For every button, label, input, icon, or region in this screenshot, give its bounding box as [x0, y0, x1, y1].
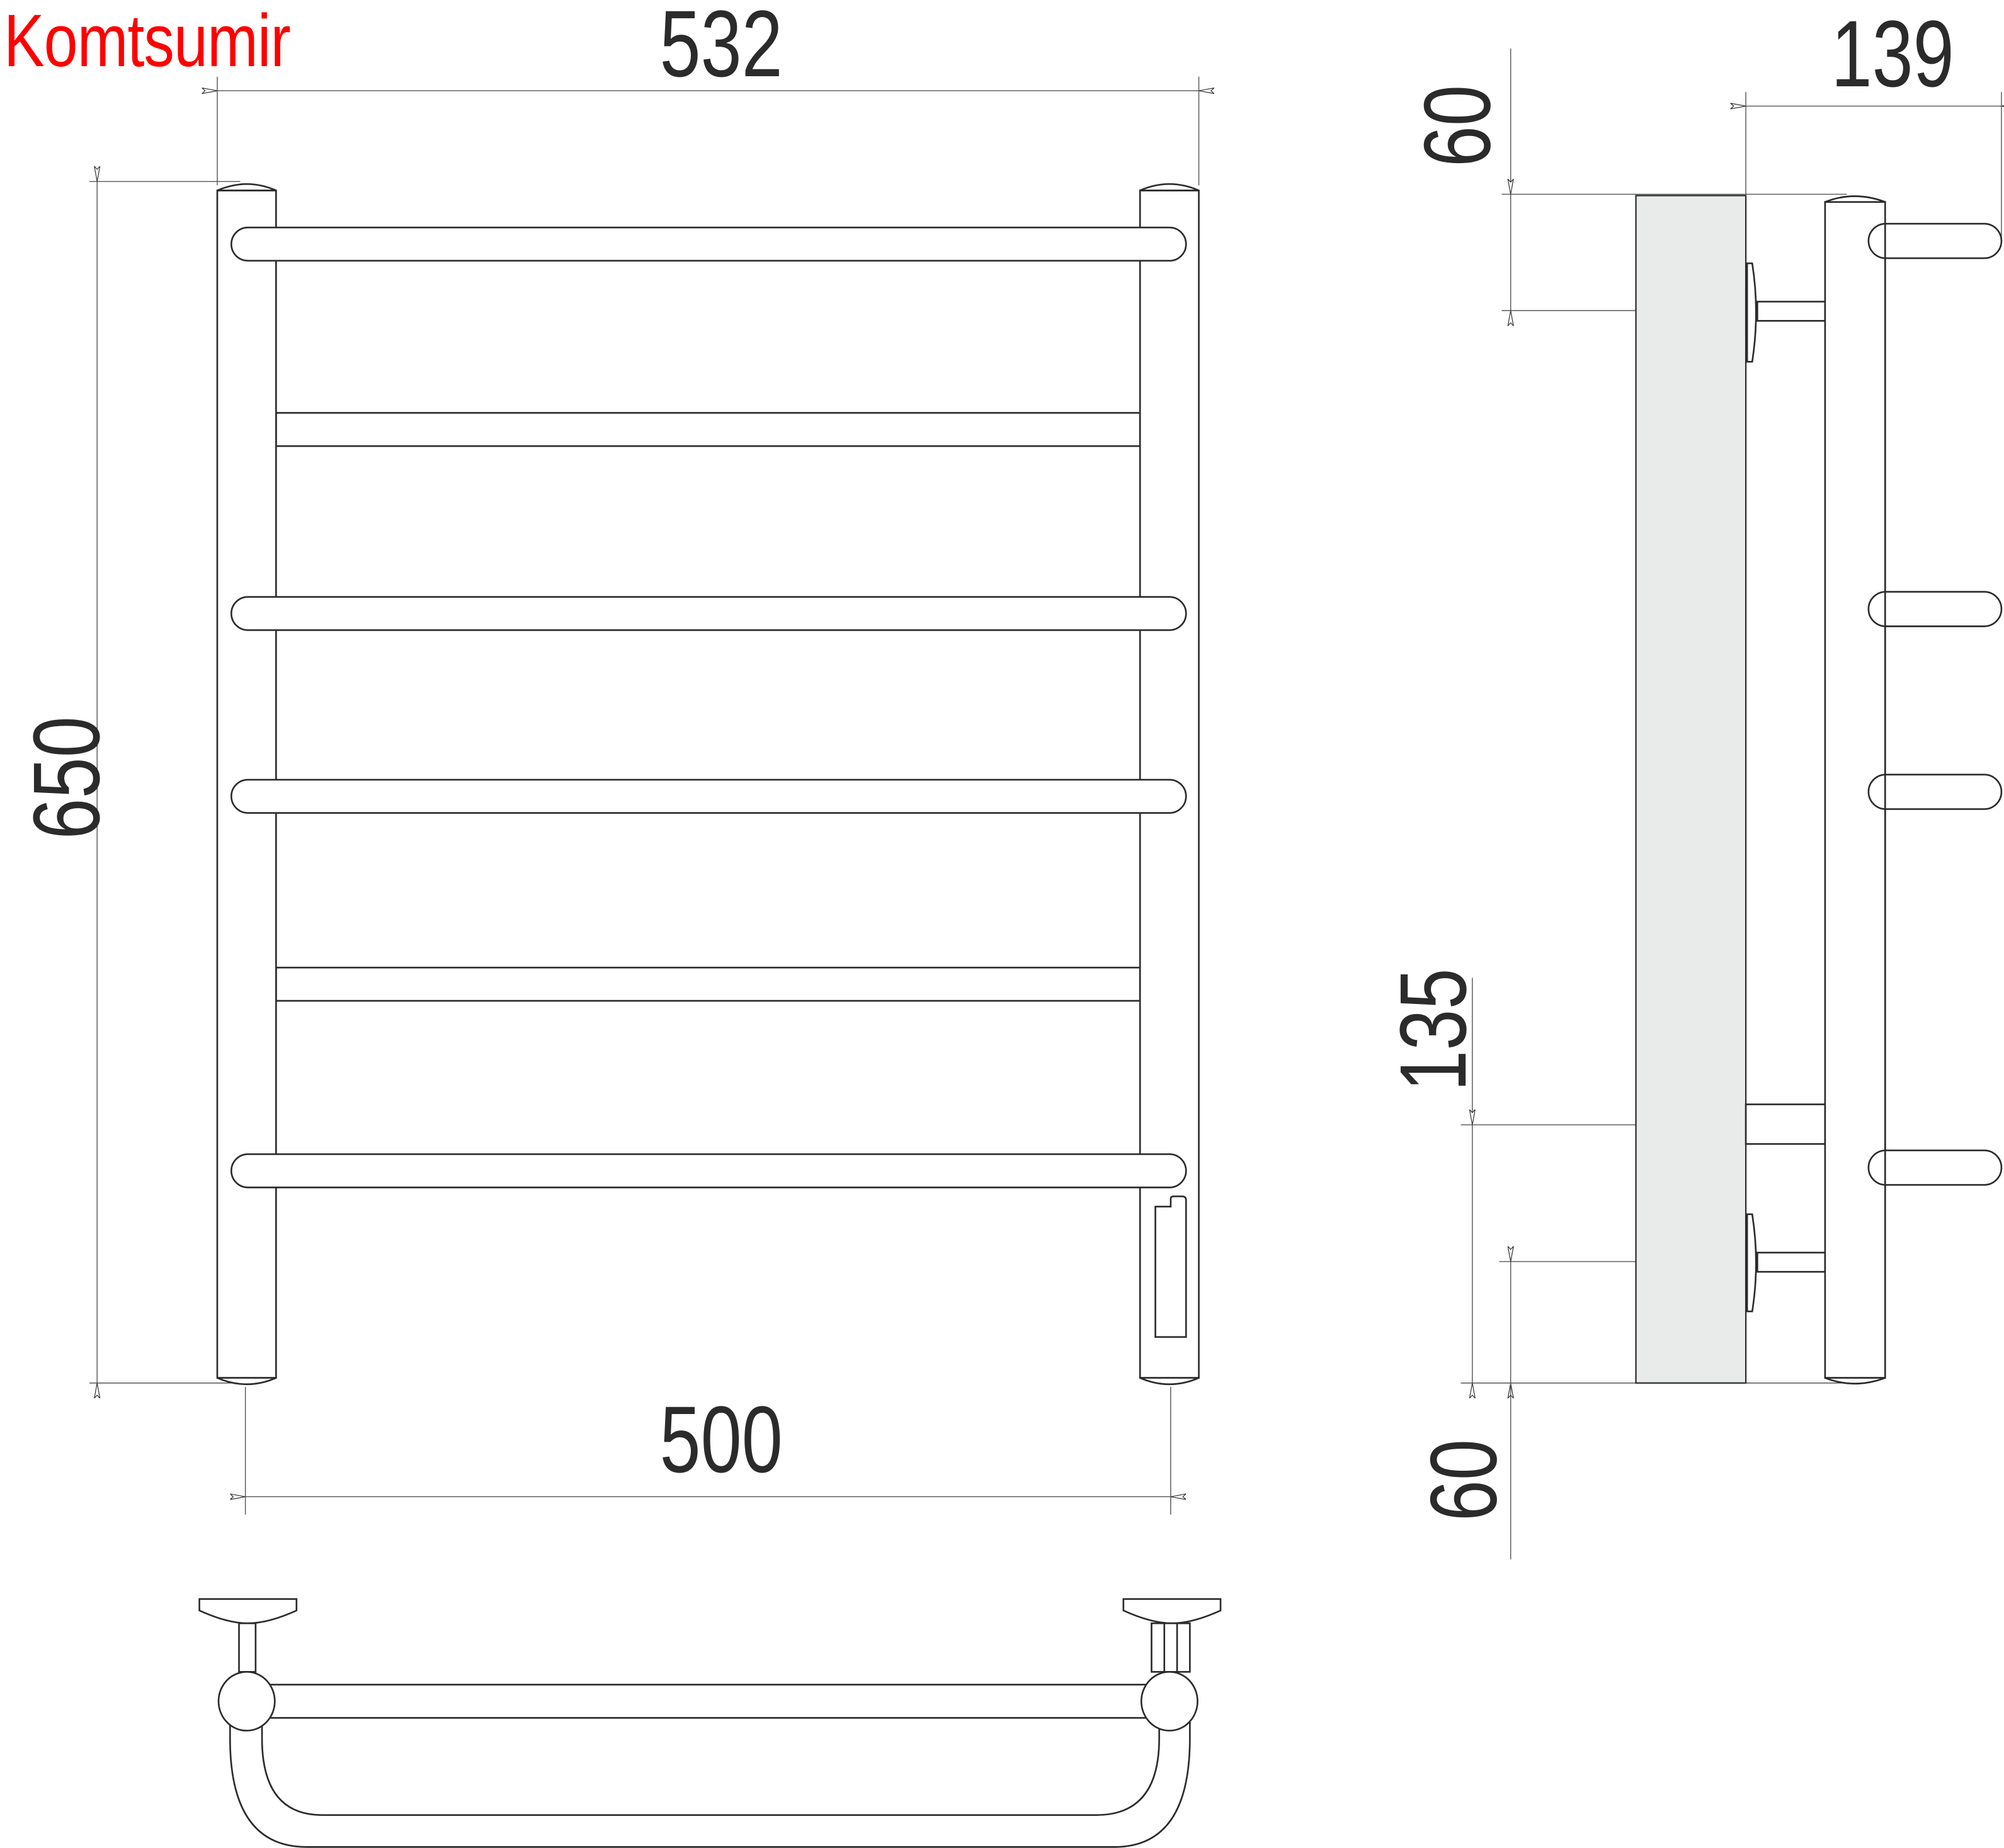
- side-view: [1460, 48, 2003, 1560]
- rounded-bar: [230, 1153, 1187, 1189]
- rounded-bar: [230, 226, 1187, 262]
- dimension-532: [217, 76, 1199, 186]
- wall: [1635, 195, 1747, 1384]
- side-bar: [1867, 773, 2003, 810]
- rounded-bar: [230, 779, 1187, 814]
- side-bar: [1867, 591, 2003, 627]
- bottom-view: [198, 1598, 1222, 1848]
- cross-bar: [261, 1684, 1158, 1719]
- side-bar: [1867, 222, 2003, 260]
- label-bottom-offset: 60: [1410, 1439, 1517, 1522]
- flat-bar: [275, 412, 1141, 447]
- top-wall-mount: [1746, 262, 1826, 363]
- dimension-650: [89, 181, 241, 1383]
- bottom-wall-mount: [1746, 1213, 1826, 1313]
- connection-pipe: [1745, 1104, 1826, 1145]
- dimension-139: [1746, 92, 2001, 243]
- dimension-500: [246, 1386, 1171, 1515]
- heater-box: [1154, 1195, 1187, 1338]
- label-center-distance: 500: [659, 1386, 783, 1492]
- rounded-bar: [230, 596, 1187, 631]
- label-overall-width: 532: [659, 0, 783, 96]
- u-rail: [229, 1718, 1191, 1848]
- label-top-offset: 60: [1404, 84, 1510, 168]
- label-overall-height: 650: [13, 716, 120, 840]
- side-bar: [1867, 1149, 2003, 1186]
- brand-logo: Komtsumir: [4, 0, 291, 83]
- left-mount-top: [198, 1598, 298, 1732]
- label-depth: 139: [1831, 1, 1954, 106]
- label-connection-height: 135: [1380, 968, 1486, 1092]
- right-mount-top: [1122, 1598, 1222, 1732]
- front-view: [89, 76, 1199, 1515]
- flat-bar: [275, 966, 1141, 1002]
